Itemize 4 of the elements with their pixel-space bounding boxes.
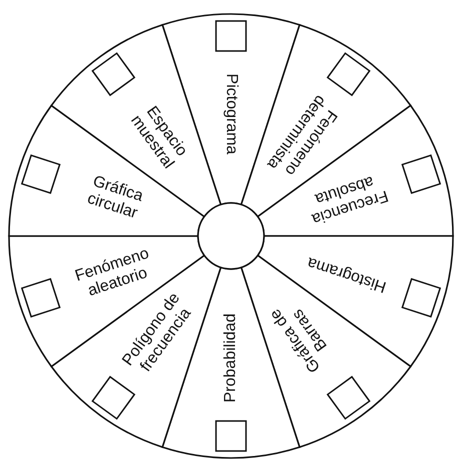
- sector-label: Gráfica circular: [84, 172, 146, 224]
- sector-label: Probabilidad: [222, 312, 240, 404]
- wheel-sector: [50, 24, 222, 218]
- sector-label: Pictograma: [222, 72, 240, 156]
